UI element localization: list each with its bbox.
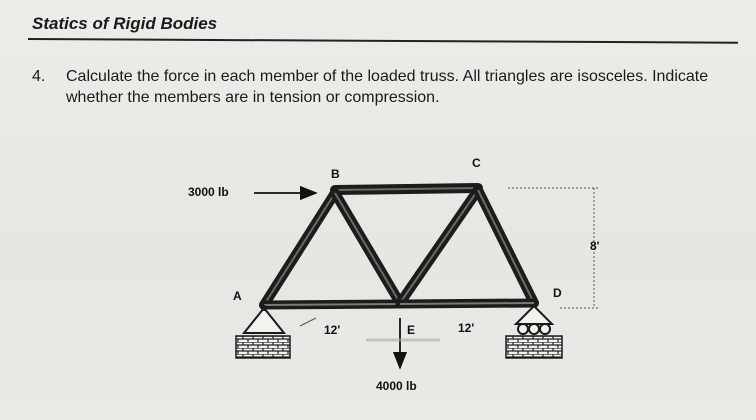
- problem-number: 4.: [32, 68, 46, 85]
- member-BE: [330, 188, 405, 308]
- section-header: Statics of Rigid Bodies: [32, 14, 218, 33]
- height-dimension: [508, 187, 600, 309]
- member-AB: [259, 188, 340, 310]
- member-ED: [395, 298, 539, 309]
- span-left-label: 12': [324, 323, 340, 337]
- span-right-label: 12': [458, 321, 474, 335]
- problem-text: Calculate the force in each member of th…: [66, 68, 709, 106]
- node-label-C: C: [472, 156, 481, 170]
- roller-support-D: [505, 304, 563, 359]
- member-AE: [259, 299, 405, 310]
- height-label: 8': [590, 239, 600, 253]
- horizontal-load-label: 3000 lb: [188, 185, 229, 199]
- vertical-load-label: 4000 lb: [376, 379, 417, 393]
- member-CE: [395, 185, 483, 308]
- node-label-E: E: [407, 323, 415, 337]
- member-CD: [473, 185, 539, 308]
- pin-support-A: [235, 305, 291, 359]
- span-dimension: [299, 317, 440, 342]
- truss-members: [259, 183, 539, 310]
- member-BC: [330, 183, 483, 195]
- node-label-B: B: [331, 167, 340, 181]
- node-label-D: D: [553, 286, 562, 300]
- node-label-A: A: [233, 289, 242, 303]
